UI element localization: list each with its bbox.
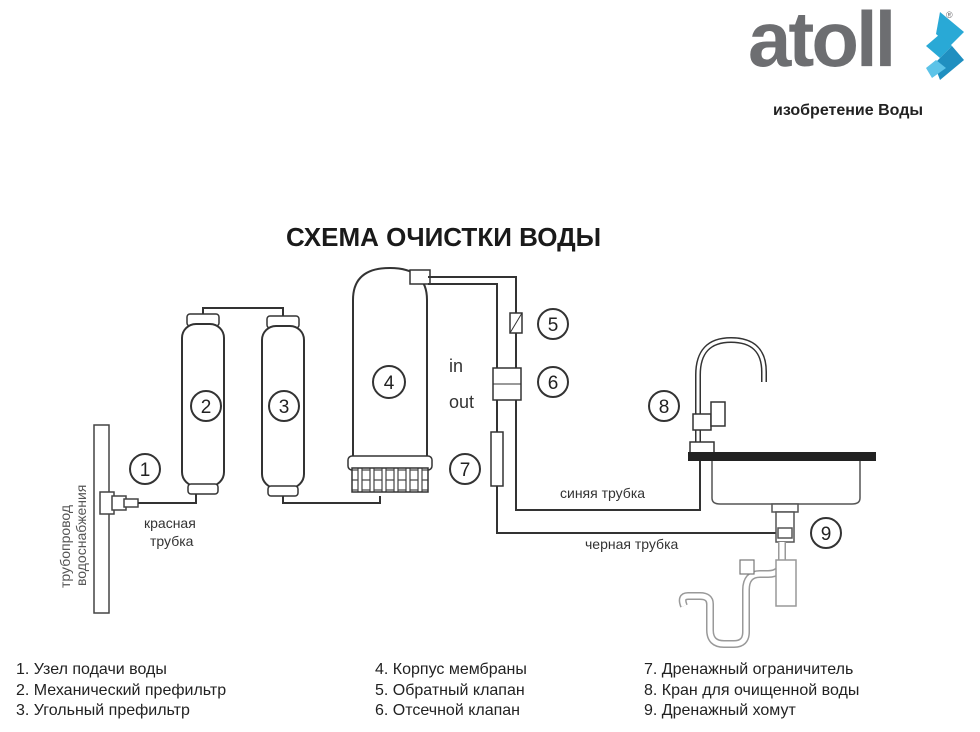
marker-2: 2	[190, 390, 222, 422]
logo-wordmark: atoll	[748, 0, 896, 83]
registered-mark: ®	[946, 10, 953, 20]
svg-text:4: 4	[384, 373, 395, 394]
marker-3: 3	[268, 390, 300, 422]
legend-item: 3. Угольный префильтр	[16, 702, 190, 719]
marker-6: 6	[537, 366, 569, 398]
red-tube-label-2: трубка	[150, 533, 194, 549]
legend-column-3: 7. Дренажный ограничитель 8. Кран для оч…	[644, 660, 859, 722]
marker-8: 8	[648, 390, 680, 422]
svg-text:5: 5	[548, 315, 559, 336]
blue-tube	[515, 400, 701, 511]
legend-column-1: 1. Узел подачи воды 2. Механический преф…	[16, 660, 226, 722]
pipe-vertical-label-2: водоснабжения	[73, 485, 89, 586]
legend-item: 9. Дренажный хомут	[644, 702, 796, 719]
membrane-outlet-tube	[428, 276, 517, 313]
membrane-housing	[347, 266, 433, 493]
filtered-water-faucet	[689, 336, 767, 455]
water-purification-diagram: трубопровод водоснабжения красная трубка…	[57, 266, 876, 648]
supply-pipe	[93, 424, 139, 614]
connector-2-3	[202, 307, 284, 318]
in-label: in	[449, 356, 463, 376]
svg-text:9: 9	[821, 524, 832, 545]
marker-1: 1	[129, 453, 161, 485]
pipe-vertical-label-1: трубопровод	[57, 505, 73, 588]
legend-item: 6. Отсечной клапан	[375, 702, 521, 719]
legend-item: 1. Узел подачи воды	[16, 661, 167, 678]
legend-item: 5. Обратный клапан	[375, 681, 525, 699]
svg-text:7: 7	[460, 460, 471, 481]
logo-tagline: изобретение Воды	[773, 102, 924, 119]
red-tube	[138, 492, 197, 504]
connector-3-4	[282, 496, 381, 504]
svg-text:3: 3	[279, 397, 290, 418]
marker-5: 5	[537, 308, 569, 340]
black-tube-label: черная трубка	[585, 536, 679, 552]
red-tube-label-1: красная	[144, 515, 196, 531]
logo-mark-icon	[926, 12, 964, 80]
svg-text:2: 2	[201, 397, 212, 418]
legend-item: 2. Механический префильтр	[16, 681, 227, 699]
sink	[678, 452, 876, 648]
diagram-title: СХЕМА ОЧИСТКИ ВОДЫ	[286, 222, 602, 252]
marker-7: 7	[449, 453, 481, 485]
svg-text:8: 8	[659, 397, 670, 418]
out-label: out	[449, 392, 474, 412]
svg-text:1: 1	[140, 460, 151, 481]
svg-text:6: 6	[548, 373, 559, 394]
black-tube	[496, 486, 776, 534]
blue-tube-label: синяя трубка	[560, 485, 645, 501]
drain-restrictor	[490, 431, 504, 487]
marker-9: 9	[810, 517, 842, 549]
marker-4: 4	[372, 365, 406, 399]
legend-column-2: 4. Корпус мембраны 5. Обратный клапан 6.…	[375, 660, 527, 722]
legend-item: 8. Кран для очищенной воды	[644, 681, 860, 699]
legend-item: 7. Дренажный ограничитель	[644, 661, 854, 678]
legend-item: 4. Корпус мембраны	[375, 661, 527, 678]
